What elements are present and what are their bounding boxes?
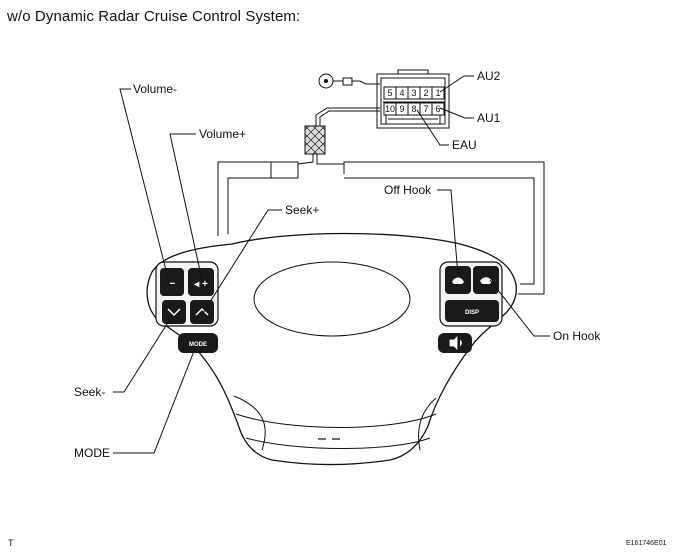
pin-label: 7: [423, 104, 428, 114]
label-seek-minus: Seek-: [74, 385, 105, 399]
on-hook-button[interactable]: [473, 266, 499, 294]
connector: 5 4 3 2 1 10 9 8 7 6: [376, 69, 450, 129]
connector-pins-bottom: 10 9 8 7 6: [383, 102, 445, 116]
left-switch-cluster: − ◂ + MODE: [155, 261, 219, 353]
pin-label: 4: [399, 88, 404, 98]
chevron-down-icon: [167, 308, 181, 317]
connector-pins-top: 5 4 3 2 1: [383, 86, 445, 100]
seek-down-button[interactable]: [162, 300, 186, 324]
seek-up-button[interactable]: [190, 300, 214, 324]
mode-button[interactable]: MODE: [178, 333, 218, 353]
label-seek-plus: Seek+: [285, 203, 319, 217]
off-hook-button[interactable]: [445, 266, 471, 294]
disp-button-label: DISP: [465, 310, 479, 316]
voice-command-icon: [449, 336, 462, 350]
label-volume-minus: Volume-: [133, 82, 177, 96]
pin-label: 3: [411, 88, 416, 98]
figure-code: E161746E01: [626, 540, 667, 547]
pin-label: 2: [423, 88, 428, 98]
minus-glyph: −: [169, 278, 175, 290]
label-off-hook: Off Hook: [384, 183, 432, 197]
label-on-hook: On Hook: [553, 329, 601, 343]
volume-plus-button[interactable]: ◂ +: [188, 268, 214, 296]
plus-glyph: ◂ +: [193, 279, 208, 290]
label-volume-plus: Volume+: [199, 127, 246, 141]
disp-button[interactable]: DISP: [445, 300, 499, 322]
phone-on-hook-icon: [480, 277, 492, 284]
label-au1: AU1: [477, 111, 501, 125]
pin-label: 8: [411, 104, 416, 114]
pin-label: 5: [387, 88, 392, 98]
label-eau: EAU: [452, 138, 477, 152]
right-switch-cluster: DISP: [438, 261, 503, 353]
label-au2: AU2: [477, 69, 501, 83]
wire-harness: [217, 107, 545, 295]
pin-label: 6: [435, 104, 440, 114]
footer-left-mark: T: [8, 538, 14, 548]
callouts: Volume- Volume+ Seek+ Seek- MODE Off Hoo…: [74, 69, 601, 460]
phone-off-hook-icon: [452, 277, 464, 284]
volume-minus-button[interactable]: −: [160, 268, 184, 296]
pin-label: 10: [385, 104, 395, 114]
diagram-title: w/o Dynamic Radar Cruise Control System:: [7, 8, 301, 25]
chevron-up-icon: [195, 307, 209, 316]
voice-button[interactable]: [438, 333, 472, 353]
mode-button-label: MODE: [189, 342, 207, 348]
emblem-area: [253, 261, 411, 337]
pin-label: 9: [399, 104, 404, 114]
label-mode: MODE: [74, 446, 110, 460]
ground-terminal: [318, 73, 380, 89]
pin-label: 1: [435, 88, 440, 98]
